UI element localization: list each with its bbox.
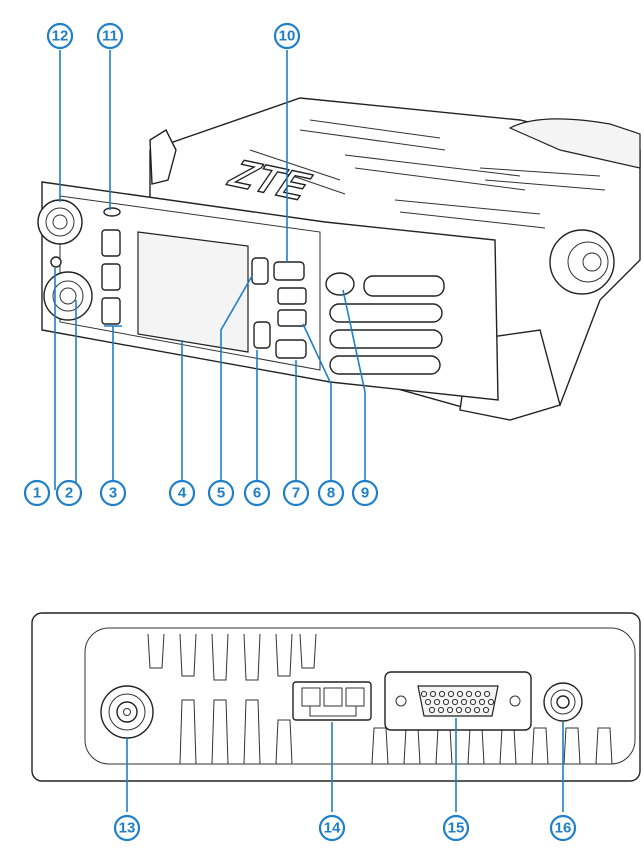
callout-5-label: 5 [217, 485, 225, 502]
callout-14-label: 14 [324, 820, 341, 837]
callout-12-label: 12 [52, 28, 69, 45]
mount-knob-right [550, 230, 614, 294]
display-screen [138, 232, 248, 352]
mic-connector [44, 272, 92, 320]
callout-2: 2 [57, 481, 81, 505]
rear-view-illustration [32, 613, 640, 812]
led-indicator [104, 208, 120, 216]
callout-9: 9 [353, 481, 377, 505]
callout-3: 3 [101, 481, 125, 505]
front-view-illustration: ZTE [38, 50, 640, 490]
power-indicator [51, 257, 61, 267]
callout-12: 12 [48, 24, 72, 48]
callout-13-label: 13 [119, 820, 136, 837]
programmable-key-1 [102, 230, 120, 256]
callout-16-label: 16 [555, 820, 572, 837]
callout-7-label: 7 [292, 485, 300, 502]
key-center-2 [278, 310, 306, 326]
antenna-connector [101, 686, 153, 738]
callout-16: 16 [551, 816, 575, 840]
callout-6-label: 6 [253, 485, 261, 502]
key-center-1 [278, 288, 306, 304]
callout-2-label: 2 [65, 485, 73, 502]
callout-1-label: 1 [33, 485, 41, 502]
callout-5: 5 [209, 481, 233, 505]
power-connector [293, 682, 371, 720]
callout-15: 15 [444, 816, 468, 840]
callout-9-label: 9 [361, 485, 369, 502]
accessory-connector [385, 672, 531, 730]
callout-4: 4 [170, 481, 194, 505]
key-top-right [274, 262, 304, 280]
callout-10-label: 10 [279, 28, 296, 45]
key-bottom-right [276, 340, 306, 358]
callout-14: 14 [320, 816, 344, 840]
key-left-upper [252, 258, 268, 284]
callout-3-label: 3 [109, 485, 117, 502]
callout-4-label: 4 [178, 485, 187, 502]
callout-7: 7 [284, 481, 308, 505]
volume-knob [38, 200, 82, 244]
key-left-lower [254, 322, 270, 348]
callout-6: 6 [245, 481, 269, 505]
emergency-key [326, 273, 354, 295]
callout-10: 10 [275, 24, 299, 48]
callout-11: 11 [98, 24, 122, 48]
callout-8: 8 [319, 481, 343, 505]
callout-11-label: 11 [102, 28, 118, 45]
callout-13: 13 [115, 816, 139, 840]
programmable-key-3 [102, 298, 120, 324]
programmable-key-2 [102, 264, 120, 290]
callout-8-label: 8 [327, 485, 335, 502]
speaker-jack [544, 683, 582, 721]
callout-15-label: 15 [448, 820, 465, 837]
callout-1: 1 [25, 481, 49, 505]
